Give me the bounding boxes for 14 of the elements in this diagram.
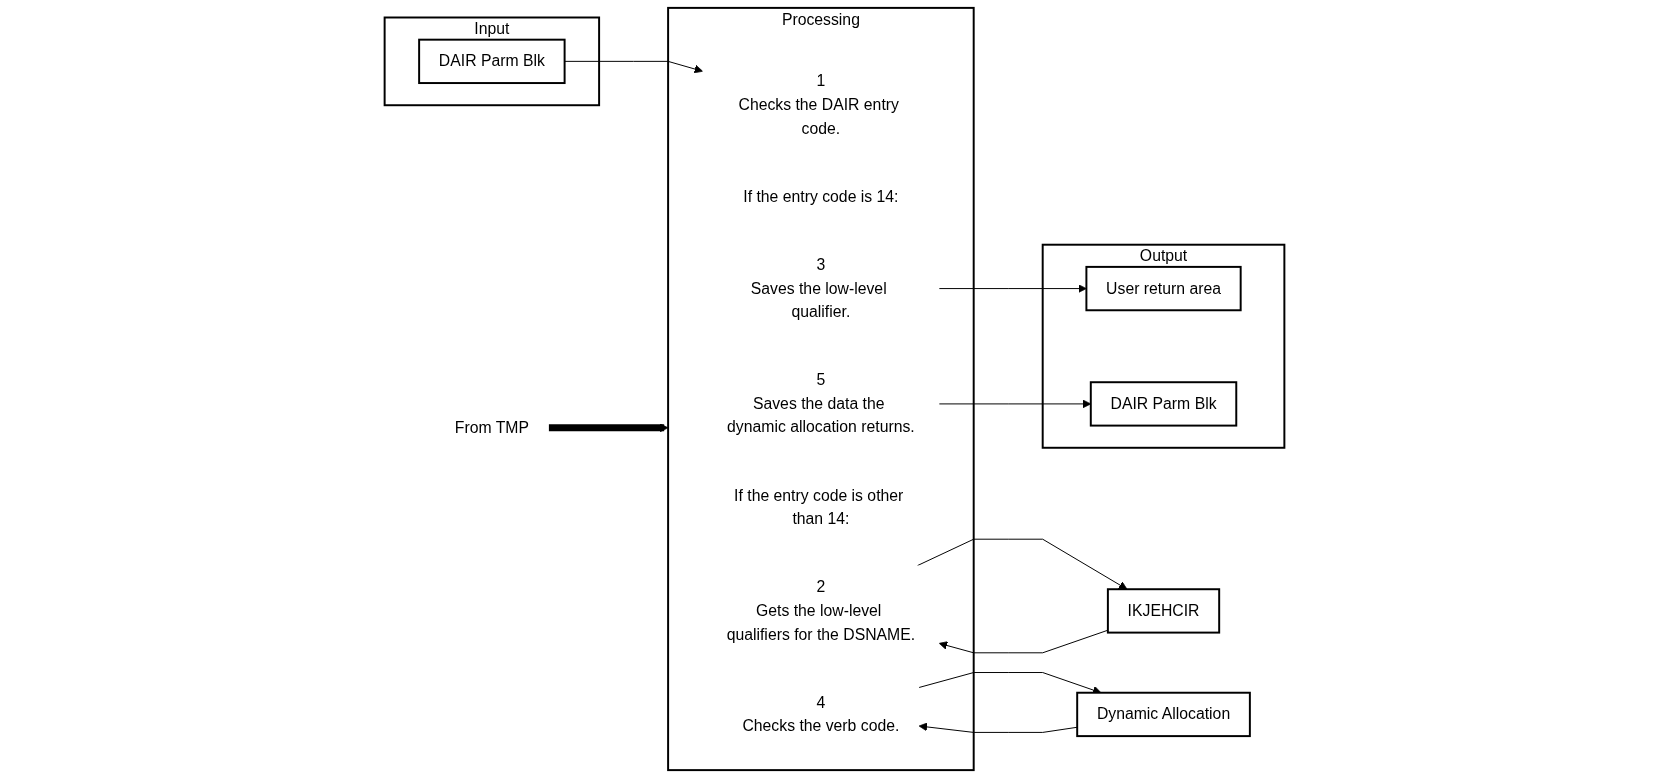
arrow xyxy=(548,423,669,433)
node-box: IKJEHCIR xyxy=(1106,588,1221,634)
node-box: DAIR Parm Blk xyxy=(1089,381,1238,427)
node-text: If the entry code is other than 14: xyxy=(734,486,904,528)
node-box: Dynamic Allocation xyxy=(1076,691,1251,738)
node-text: If the entry code is 14: xyxy=(743,188,899,205)
node-text: From TMP xyxy=(454,418,529,436)
node-text: 2 Gets the low-level qualifiers for the DSNAME. xyxy=(726,578,916,643)
node-box: User return area xyxy=(1085,265,1242,312)
node-box: DAIR Parm Blk xyxy=(418,38,566,85)
node-text: 5 Saves the data the dynamic allocation returns. xyxy=(727,371,915,436)
node-text: 1 Checks the DAIR entry code. xyxy=(738,72,899,137)
node-text: 4 Checks the verb code. xyxy=(742,693,900,735)
node-text: 3 Saves the low-level qualifier. xyxy=(750,256,887,321)
